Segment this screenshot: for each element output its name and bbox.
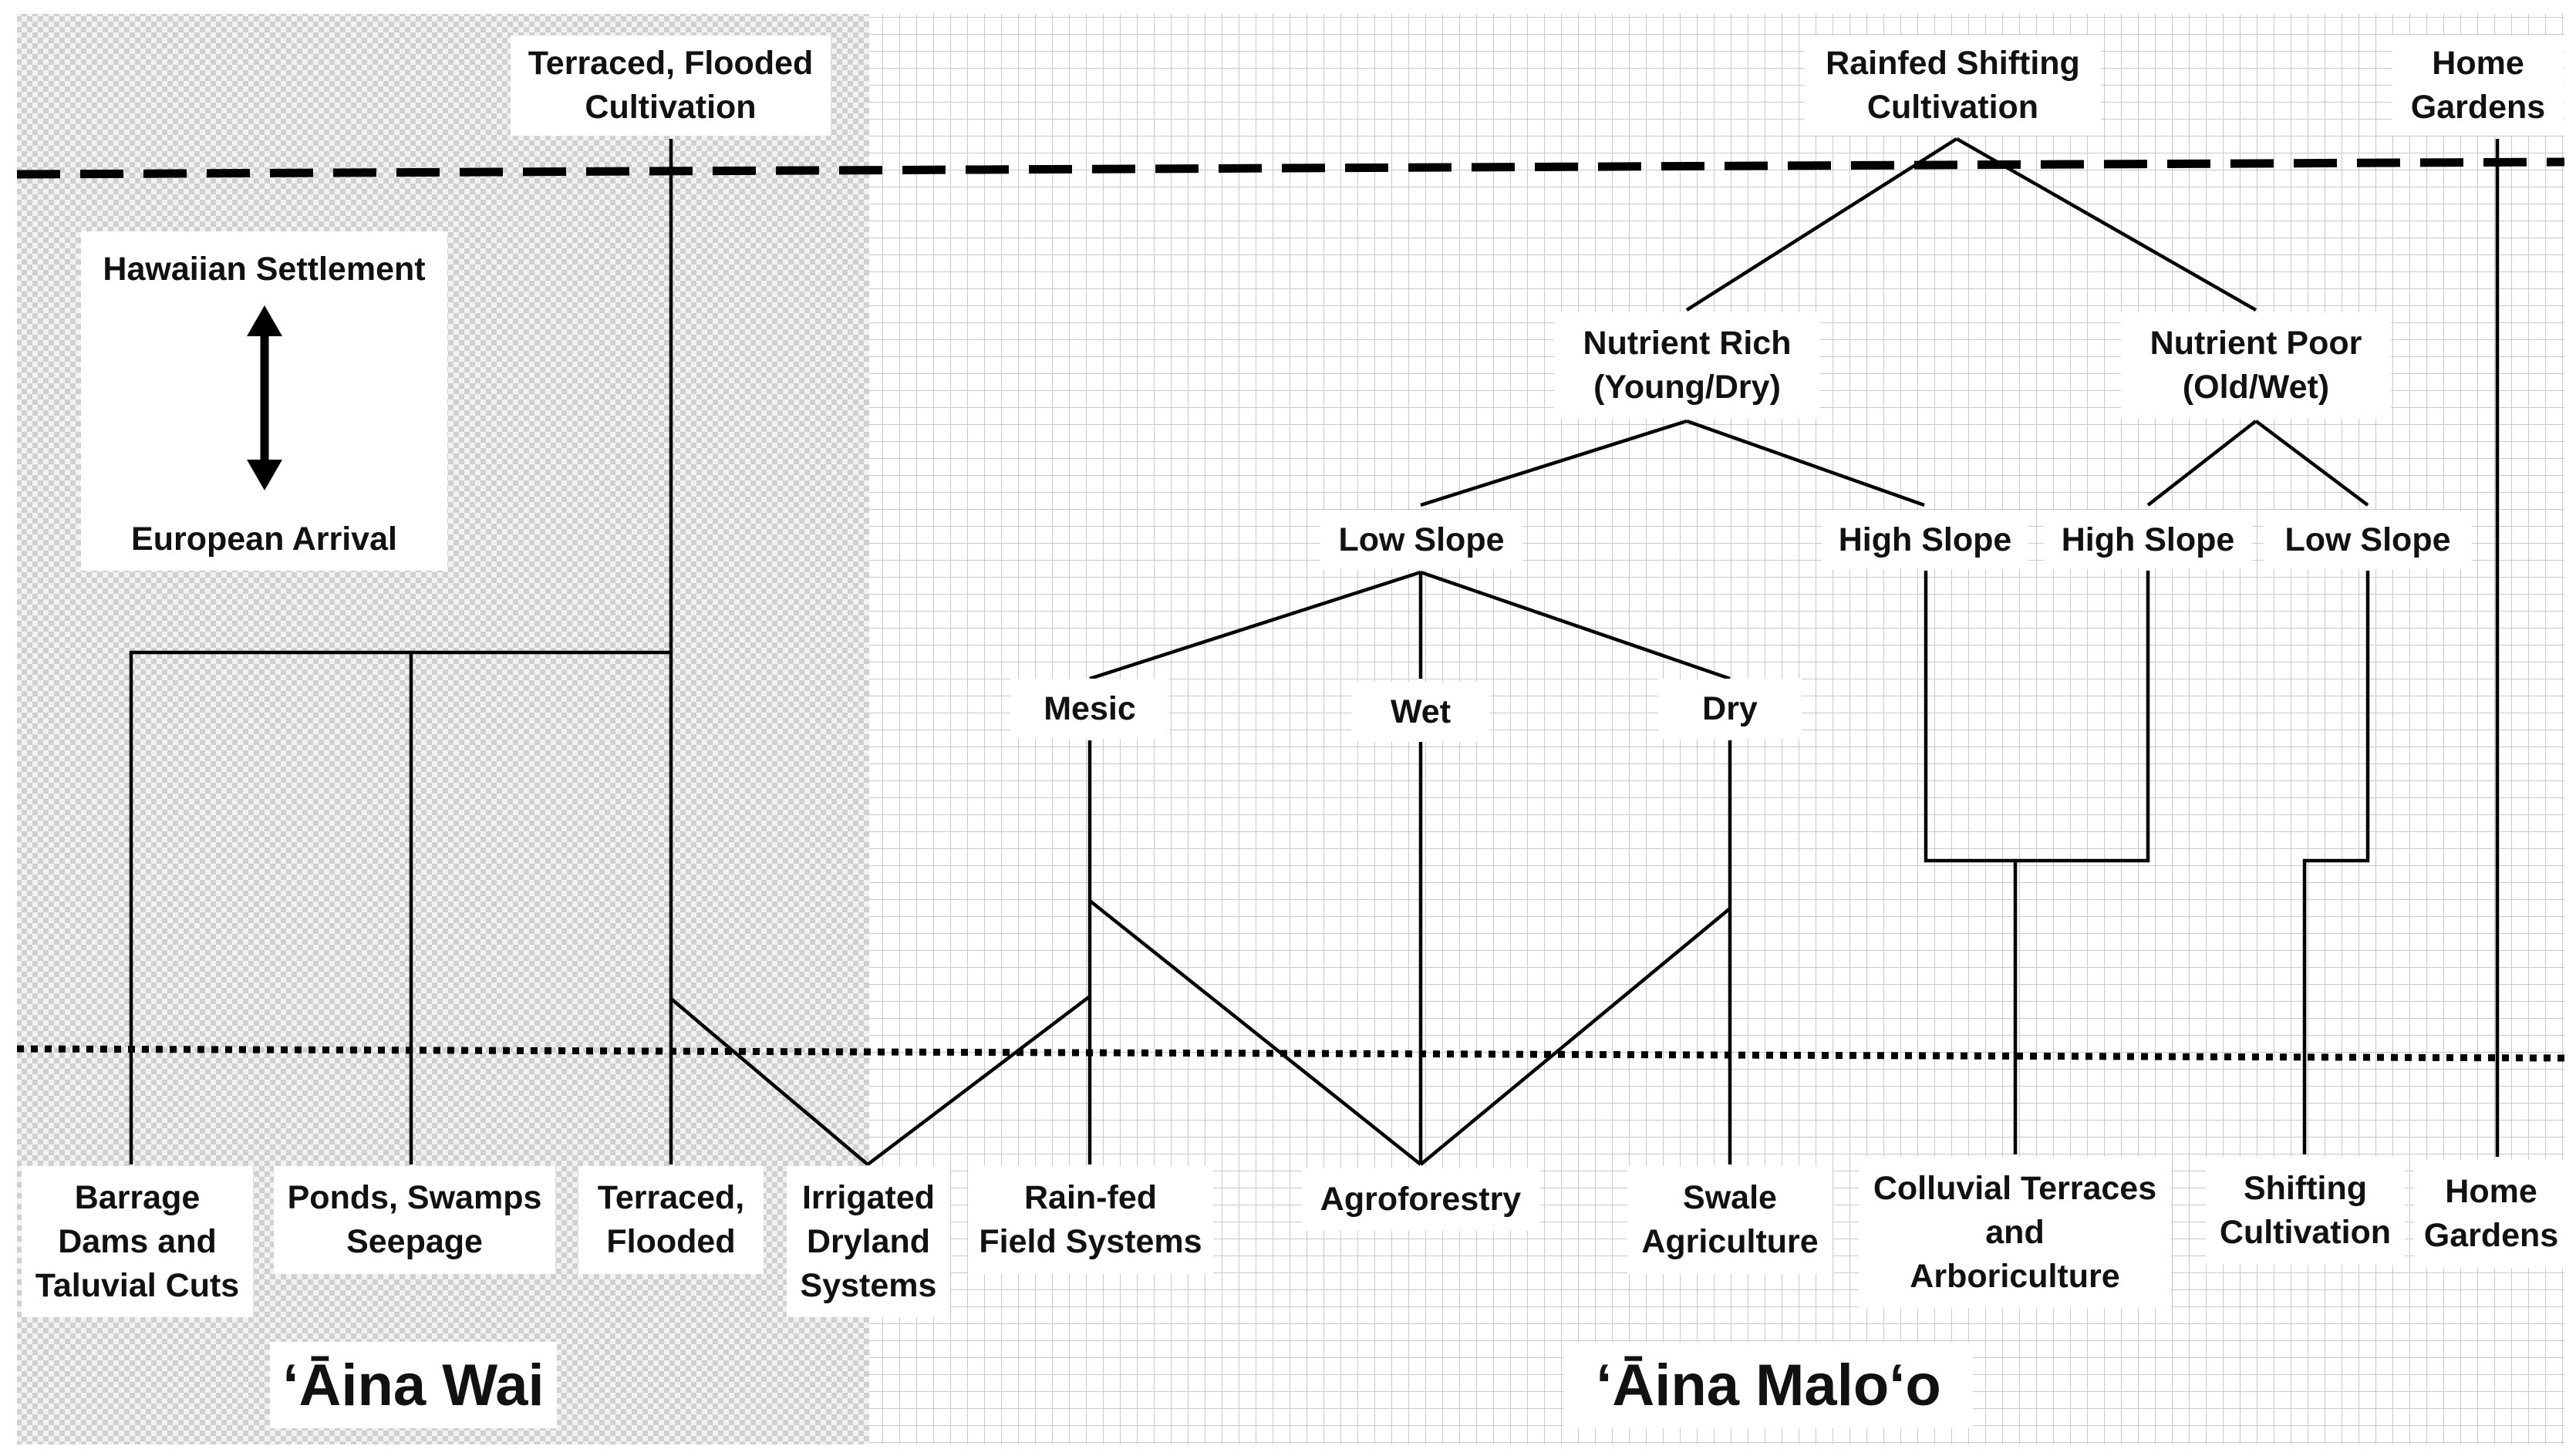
connector-highslopes <box>1924 571 2150 863</box>
terraced-flooded-label: Terraced, Flooded <box>578 1166 764 1274</box>
connector-mesic-agroforestry <box>1088 899 1422 1166</box>
connector-poor-highslope <box>2146 420 2257 507</box>
dry-label: Dry <box>1658 679 1802 739</box>
connector-rainfed-rich <box>1685 137 1958 312</box>
mesic-label: Mesic <box>1010 679 1169 739</box>
low-slope-poor-label: Low Slope <box>2264 511 2472 569</box>
shifting-cultivation-label: Shifting Cultivation <box>2206 1157 2405 1265</box>
rainfed-field-systems-label: Rain-fed Field Systems <box>968 1166 1213 1274</box>
connector-lowslope-dry <box>1420 570 1731 681</box>
rainfed-shifting-cultivation-label: Rainfed Shifting Cultivation <box>1805 35 2101 136</box>
connector-shifting <box>2302 571 2370 1154</box>
connector-barrage <box>129 650 671 1164</box>
low-slope-rich-label: Low Slope <box>1320 511 1522 569</box>
ponds-swamps-label: Ponds, Swamps Seepage <box>274 1166 555 1274</box>
settlement-dashed-line <box>16 157 2565 179</box>
connector-agroforestry-dry <box>1419 907 1731 1166</box>
connector-rainfed-poor <box>1955 137 2257 312</box>
agroforestry-label: Agroforestry <box>1302 1168 1539 1231</box>
irrigated-dryland-label: Irrigated Dryland Systems <box>787 1166 950 1317</box>
barrage-dams-label: Barrage Dams and Taluvial Cuts <box>22 1166 253 1317</box>
connector-terraced-irrigated <box>669 997 869 1166</box>
connector-rich-highslope <box>1686 419 1925 507</box>
aina-wai-label: ʻĀina Wai <box>270 1342 557 1428</box>
hawaiian-settlement-label: Hawaiian Settlement <box>81 245 447 293</box>
high-slope-poor-label: High Slope <box>2044 511 2252 569</box>
home-gardens-top-label: Home Gardens <box>2392 35 2564 136</box>
nutrient-poor-label: Nutrient Poor (Old/Wet) <box>2121 312 2391 419</box>
double-arrow-icon <box>247 305 282 490</box>
european-arrival-label: European Arrival <box>81 515 447 563</box>
colluvial-terraces-label: Colluvial Terraces and Arboriculture <box>1859 1157 2171 1308</box>
connector-irrigated-mesic <box>866 995 1091 1166</box>
swale-agriculture-label: Swale Agriculture <box>1627 1166 1833 1274</box>
connector-lowslope-mesic <box>1089 570 1421 681</box>
tree-connectors <box>129 137 2500 1166</box>
connector-rich-lowslope <box>1420 419 1688 507</box>
wet-label: Wet <box>1351 682 1490 742</box>
home-gardens-bottom-label: Home Gardens <box>2414 1160 2568 1268</box>
terraced-flooded-cultivation-label: Terraced, Flooded Cultivation <box>511 35 831 136</box>
connector-poor-lowslope <box>2254 420 2369 507</box>
nutrient-rich-label: Nutrient Rich (Young/Dry) <box>1554 312 1820 419</box>
aina-maloo-label: ʻĀina Maloʻo <box>1564 1342 1973 1428</box>
high-slope-rich-label: High Slope <box>1822 511 2028 569</box>
